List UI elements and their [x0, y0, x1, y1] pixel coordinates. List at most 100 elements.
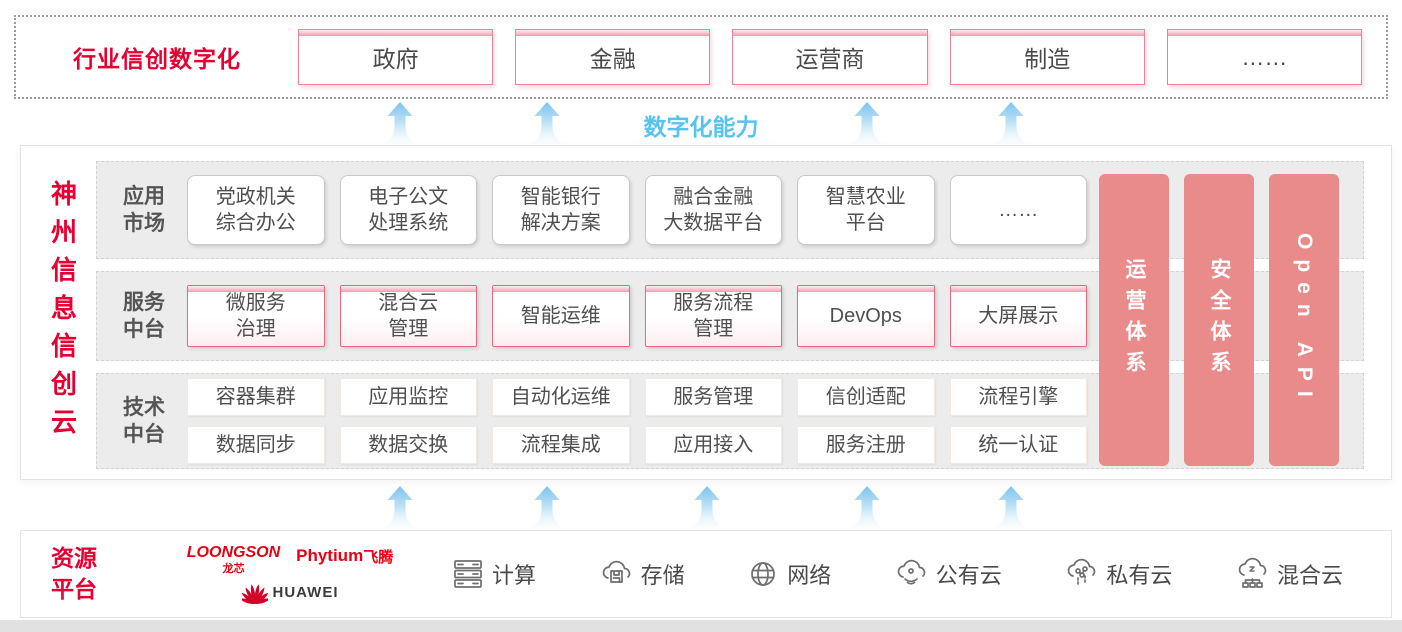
resource-arrows [0, 483, 1402, 529]
platform-box-label: 综合办公 [215, 212, 296, 234]
platform-box: 数据交换 [339, 426, 477, 464]
row-label-line: 服务 [123, 290, 165, 314]
platform-box-label: 数据同步 [215, 434, 296, 456]
platform-box-label: …… [998, 199, 1039, 221]
industry-section: 行业信创数字化 政府 金融 运营商 制造 …… [14, 15, 1388, 99]
resource-item: 混合云 [1234, 557, 1343, 591]
platform-box-label: 服务注册 [825, 434, 906, 456]
platform-box-label: 微服务 [225, 292, 286, 314]
capability-row: 数字化能力 [0, 100, 1402, 145]
resource-label: 计算 [492, 563, 537, 588]
platform-box: 大屏展示 [949, 285, 1087, 347]
industry-box: 政府 [298, 29, 494, 85]
industry-box-label: 政府 [372, 46, 419, 72]
resource-label: 存储 [640, 563, 685, 588]
platform-box: 应用监控 [339, 378, 477, 416]
up-arrow-icon [996, 102, 1026, 144]
row-label-line: 中台 [123, 423, 165, 446]
resource-label: 混合云 [1276, 563, 1343, 588]
resource-section-title: 资源 平台 [21, 543, 157, 605]
platform-box-label: 应用接入 [673, 434, 754, 456]
platform-box-label: 治理 [235, 318, 276, 340]
side-pillar: 运营体系 [1099, 174, 1169, 466]
tech-box-row: 数据同步 数据交换 流程集成 应用接入 服务注册 统一认证 [187, 426, 1087, 464]
platform-box-label: 智能银行 [520, 186, 601, 208]
app-market-items: 党政机关综合办公电子公文处理系统 智能银行解决方案 融合金融大数据平台 智慧农业平台 …… [187, 175, 1087, 245]
up-arrow-icon [852, 102, 882, 144]
platform-box: 流程引擎 [949, 378, 1087, 416]
platform-box: 智慧农业平台 [797, 175, 935, 245]
private-cloud-icon [1063, 557, 1099, 591]
platform-box: 服务管理 [644, 378, 782, 416]
platform-box-label: 混合云 [378, 292, 439, 314]
row-label-line: 市场 [123, 212, 165, 235]
industry-box: 金融 [515, 29, 711, 85]
platform-box-label: 智能运维 [520, 305, 601, 327]
huawei-flower-icon [241, 583, 268, 604]
industry-box-label: 运营商 [795, 46, 865, 72]
tech-platform-row-label: 技术中台 [111, 394, 177, 449]
phytium-logo-text: Phytium [296, 546, 364, 565]
huawei-logo: HUAWEI [241, 581, 339, 605]
up-arrow-icon [532, 486, 562, 528]
up-arrow-icon [532, 102, 562, 144]
resource-item: 存储 [598, 557, 685, 591]
platform-box-label: 平台 [845, 212, 886, 234]
platform-box: 应用接入 [644, 426, 782, 464]
platform-box-label: 流程引擎 [978, 386, 1059, 408]
storage-cloud-icon [598, 557, 634, 591]
up-arrow-icon [996, 486, 1026, 528]
platform-box: 信创适配 [797, 378, 935, 416]
industry-list: 政府 金融 运营商 制造 …… [298, 29, 1386, 85]
platform-box: 自动化运维 [492, 378, 630, 416]
industry-box: 制造 [949, 29, 1145, 85]
up-arrow-icon [385, 102, 415, 144]
industry-box: 运营商 [732, 29, 928, 85]
platform-box-label: 大数据平台 [663, 212, 764, 234]
industry-box-label: …… [1241, 43, 1288, 70]
platform-box-label: 服务流程 [673, 292, 754, 314]
platform-box: 服务流程管理 [644, 285, 782, 347]
platform-box-label: 解决方案 [520, 212, 601, 234]
platform-box-label: 应用监控 [368, 386, 449, 408]
platform-box-label: 服务管理 [673, 386, 754, 408]
platform-box-label: 流程集成 [520, 434, 601, 456]
capability-label: 数字化能力 [643, 114, 759, 140]
resource-label: 网络 [787, 563, 832, 588]
tech-platform-items: 容器集群应用监控自动化运维服务管理信创适配流程引擎数据同步数据交换流程集成应用接… [187, 378, 1087, 464]
capability-arrows [0, 100, 1402, 145]
resource-list: 计算 存储 网络 公有云 私有云 混合云 [423, 557, 1391, 591]
platform-box: 统一认证 [949, 426, 1087, 464]
industry-box-label: 制造 [1024, 46, 1071, 72]
server-icon [451, 557, 485, 591]
platform-box: 党政机关综合办公 [187, 175, 325, 245]
resource-title-line: 平台 [51, 576, 97, 602]
platform-box-label: 数据交换 [368, 434, 449, 456]
row-label-line: 技术 [123, 395, 165, 419]
loongson-logo: LOONGSON 龙芯 [187, 544, 280, 576]
industry-section-title: 行业信创数字化 [73, 46, 241, 72]
platform-box-label: 信创适配 [825, 386, 906, 408]
industry-box-label: 金融 [589, 46, 636, 72]
up-arrow-icon [852, 486, 882, 528]
platform-box: 电子公文处理系统 [339, 175, 477, 245]
platform-box-label: 处理系统 [368, 212, 449, 234]
platform-box-label: 融合金融 [673, 186, 754, 208]
row-label-line: 中台 [123, 318, 165, 341]
public-cloud-icon [893, 557, 929, 591]
platform-box: 智能运维 [492, 285, 630, 347]
platform-section: 神州信息信创云 应用市场 党政机关综合办公电子公文处理系统 智能银行解决方案 融合金… [20, 145, 1392, 480]
platform-box-label: DevOps [829, 305, 902, 327]
resource-label: 公有云 [935, 563, 1002, 588]
app-market-row-label: 应用市场 [111, 183, 177, 238]
platform-box-label: 管理 [693, 318, 734, 340]
resource-item: 公有云 [893, 557, 1002, 591]
platform-title: 神州信息信创云 [47, 179, 78, 446]
